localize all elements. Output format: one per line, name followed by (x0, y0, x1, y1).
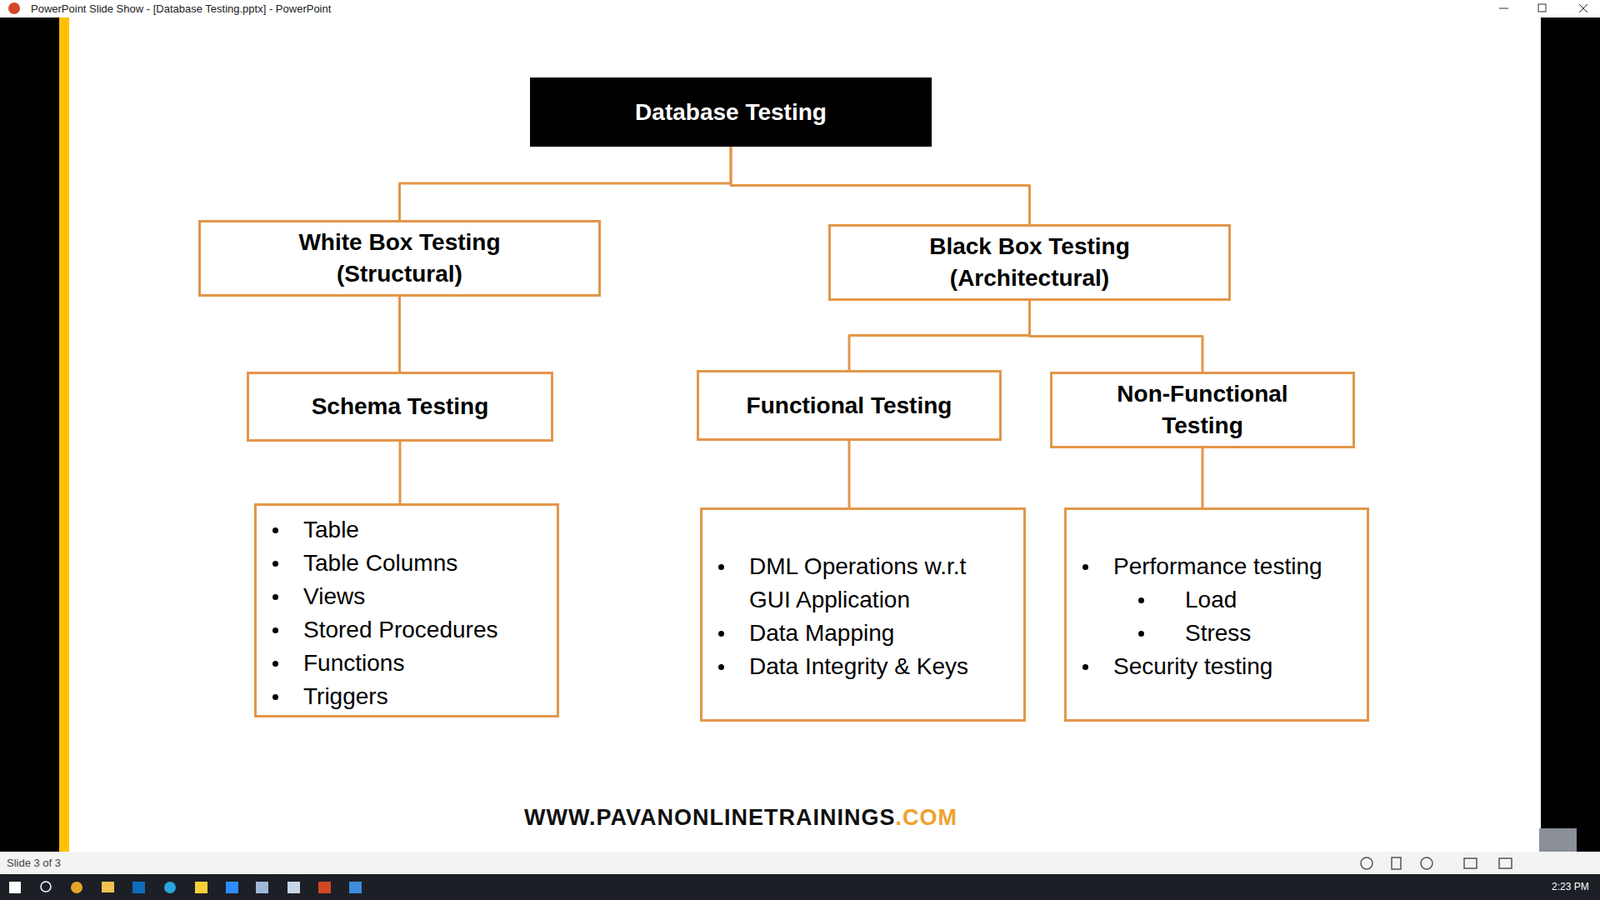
bullet-dot (718, 630, 725, 637)
start-icon (9, 881, 21, 894)
bullet-dot (272, 660, 279, 667)
tree-connector (398, 296, 401, 372)
taskbar-icon (225, 881, 239, 894)
bullet-dot (718, 664, 725, 670)
window-title: PowerPoint Slide Show - [Database Testin… (30, 2, 331, 15)
minimize-icon (1499, 8, 1509, 10)
accent-stripe (59, 17, 70, 852)
tree-connector (849, 300, 1030, 370)
taskbar (0, 874, 1600, 900)
list-item: Functions (303, 646, 413, 680)
nav-icon (1360, 857, 1373, 870)
box-title: Schema Testing (311, 390, 490, 423)
close-icon (1579, 4, 1588, 13)
side-bar (1540, 17, 1600, 852)
list-item: Security testing (1113, 650, 1281, 684)
list-item: Views (303, 580, 374, 614)
list-item: Data Integrity & Keys (749, 650, 977, 684)
bullet-dot (272, 560, 279, 567)
list-box: Performance testingLoadStressSecurity te… (1064, 507, 1370, 722)
bullet-dot (1138, 630, 1145, 637)
bullet-dot (1138, 597, 1145, 604)
list-item: Data Mapping (749, 616, 903, 650)
box-title: Black Box Testing (Architectural) (905, 230, 1155, 295)
title-bar (0, 0, 1600, 18)
box-title: Database Testing (635, 96, 827, 129)
bullet-dot (272, 694, 279, 700)
list-row: DML Operations w.r.t GUI Application (702, 550, 1024, 617)
taskbar-icon (132, 881, 145, 894)
list-item: Stored Procedures (303, 613, 506, 647)
list-row: Table (256, 513, 557, 547)
tree-connector (730, 146, 1030, 225)
website-text: .COM (895, 805, 958, 831)
view-icon (1464, 858, 1477, 869)
nav-icon (1420, 857, 1433, 870)
taskbar-icon (70, 881, 83, 894)
list-row: Performance testing (1066, 550, 1367, 584)
list-item: Table Columns (303, 546, 466, 580)
list-item: Load (1185, 583, 1245, 617)
tree-connector (1030, 300, 1204, 372)
tree-connector (399, 441, 402, 504)
list-row: Stored Procedures (256, 613, 557, 647)
list-box: DML Operations w.r.t GUI ApplicationData… (700, 507, 1026, 722)
category-box: Non-Functional Testing (1050, 371, 1355, 449)
bullet-dot (272, 627, 279, 634)
taskbar-icon (195, 881, 208, 894)
taskbar-icon (287, 881, 300, 894)
list-row: Stress (1066, 616, 1367, 650)
app-icon (8, 2, 20, 15)
bullet-dot (272, 594, 279, 600)
category-box: Functional Testing (696, 370, 1002, 441)
restore-icon (1538, 4, 1546, 12)
list-row: Load (1066, 583, 1367, 617)
list-item: DML Operations w.r.t GUI Application (749, 550, 1008, 617)
tree-connector (848, 440, 851, 508)
website-text: WWW.PAVANONLINETRAININGS (524, 805, 895, 831)
root-box: Database Testing (530, 77, 932, 147)
list-row: Table Columns (256, 546, 557, 580)
list-item: Triggers (303, 680, 397, 714)
category-box: Black Box Testing (Architectural) (828, 224, 1231, 301)
search-icon (40, 881, 51, 892)
side-bar (0, 17, 60, 852)
list-row: Data Mapping (702, 616, 1024, 650)
close-icon (1579, 4, 1588, 13)
list-row: Triggers (256, 680, 557, 714)
slide-counter: Slide 3 of 3 (6, 856, 61, 870)
list-row: Data Integrity & Keys (702, 650, 1024, 684)
taskbar-icon (101, 881, 115, 893)
list-row: Functions (256, 646, 557, 680)
clock-text: 2:23 PM (1551, 880, 1590, 893)
tree-connector (400, 146, 732, 220)
bullet-dot (718, 564, 725, 570)
taskbar-icon (255, 881, 269, 894)
category-box: White Box Testing (Structural) (198, 220, 601, 297)
box-title: White Box Testing (Structural) (275, 226, 525, 290)
category-box: Schema Testing (246, 371, 554, 442)
list-row: Views (256, 580, 557, 614)
taskbar-icon (164, 881, 176, 894)
list-item: Performance testing (1113, 550, 1331, 584)
box-title: Functional Testing (746, 390, 953, 422)
list-row: Security testing (1066, 650, 1367, 684)
list-box: TableTable ColumnsViewsStored Procedures… (254, 503, 560, 718)
status-bar (0, 851, 1600, 875)
slide-ground (59, 17, 1541, 852)
nav-icon (1391, 857, 1401, 870)
bullet-dot (272, 527, 279, 534)
bullet-dot (1082, 664, 1089, 670)
taskbar-icon (318, 881, 331, 894)
taskbar-icon (349, 881, 362, 894)
view-icon (1499, 858, 1512, 869)
list-item: Table (303, 513, 368, 547)
list-item: Stress (1185, 616, 1260, 650)
bullet-dot (1082, 564, 1089, 570)
box-title: Non-Functional Testing (1077, 378, 1328, 442)
tree-connector (1201, 448, 1205, 508)
